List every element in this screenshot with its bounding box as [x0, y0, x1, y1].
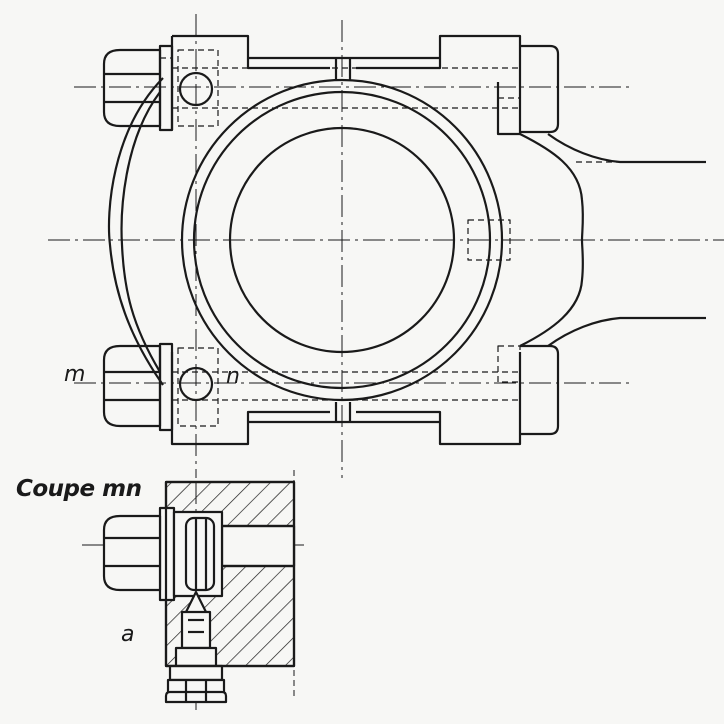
section-marker-m: m — [64, 362, 86, 387]
section-title: Coupe mn — [16, 476, 142, 502]
hidden-lines — [160, 49, 700, 427]
section-mn-view — [102, 480, 296, 704]
right-bolt-heads — [520, 44, 560, 436]
part-label-a: a — [121, 622, 135, 647]
big-end-body — [107, 34, 522, 446]
left-nuts — [102, 44, 174, 432]
section-marker-n: n — [226, 364, 240, 389]
